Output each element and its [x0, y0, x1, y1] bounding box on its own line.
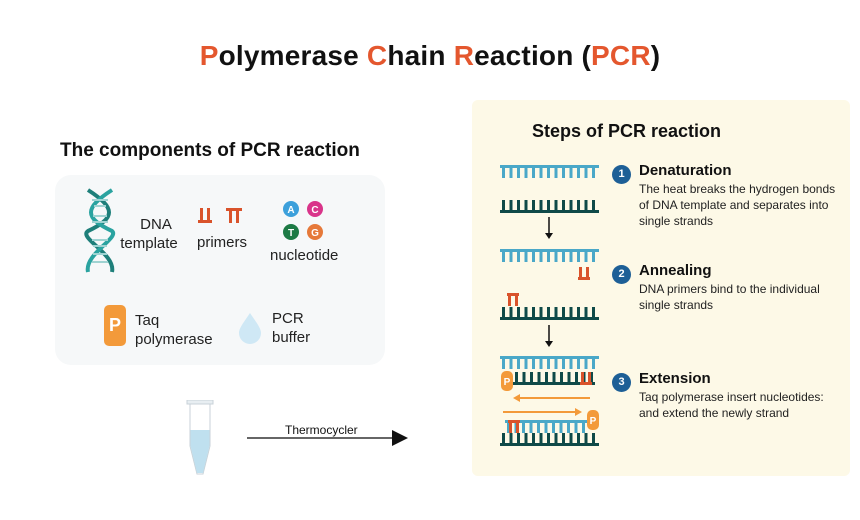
- title-text: hain: [387, 40, 454, 71]
- steps-panel: [472, 100, 850, 476]
- components-heading: The components of PCR reaction: [60, 140, 360, 161]
- extension-polymerase-2: [587, 410, 599, 430]
- step-3-badge: 3: [612, 373, 631, 392]
- step-3-desc-line: and extend the newly strand: [639, 406, 790, 420]
- page-title: Polymerase Chain Reaction (PCR): [0, 40, 860, 72]
- title-text: eaction (: [474, 40, 592, 71]
- test-tube-icon: [186, 400, 214, 475]
- title-accent-text: R: [453, 40, 475, 71]
- buffer-label-line2: buffer: [272, 329, 311, 346]
- step-1-desc-line: single strands: [639, 214, 714, 228]
- svg-text:G: G: [311, 228, 319, 239]
- step-3-desc-line: Taq polymerase insert nucleotides:: [639, 390, 824, 404]
- title-text: ): [650, 40, 661, 71]
- step-3-title: Extension: [639, 370, 711, 387]
- annealing-top-strand: [500, 249, 599, 262]
- dna-label-line2: template: [120, 235, 178, 252]
- steps-heading: Steps of PCR reaction: [532, 121, 722, 141]
- extension-bottom-strand: [500, 433, 599, 446]
- nucleotides-icon: A C T G: [283, 201, 323, 240]
- annealing-primer-bottom: [578, 267, 590, 280]
- extension-top-strand: [500, 356, 599, 369]
- step-2-desc-line: single strands: [639, 298, 714, 312]
- dna-helix-icon: [84, 188, 116, 273]
- step-2-desc: DNA primers bind to the individual singl…: [639, 281, 820, 313]
- primers-icon: [198, 208, 242, 223]
- denaturation-bottom-strand: [500, 200, 599, 213]
- annealing-primer-top: [507, 293, 519, 306]
- annealing-bottom-strand: [500, 307, 599, 320]
- buffer-drop-icon: [239, 313, 261, 344]
- extension-polymerase-1-letter: P: [504, 377, 511, 388]
- step-1-desc: The heat breaks the hydrogen bonds of DN…: [639, 181, 835, 229]
- dna-label-line1: DNA: [140, 216, 172, 233]
- taq-label-line2: polymerase: [135, 331, 213, 348]
- taq-label-line1: Taq: [135, 312, 160, 329]
- denaturation-top-strand: [500, 165, 599, 178]
- extension-arrow-left-head: [513, 394, 520, 402]
- step-2-badge: 2: [612, 265, 631, 284]
- buffer-label-line1: PCR: [272, 310, 304, 327]
- title-accent-text: PCR: [591, 40, 651, 71]
- pcr-buffer-label: PCR buffer: [272, 309, 310, 347]
- extension-polymerase-1: [501, 371, 513, 391]
- title-accent-text: P: [199, 40, 219, 71]
- step-arrow-1-head: [545, 233, 553, 239]
- thermocycler-label: Thermocycler: [285, 423, 358, 437]
- step-1-badge: 1: [612, 165, 631, 184]
- primers-label: primers: [197, 234, 248, 251]
- step-1-desc-line: The heat breaks the hydrogen bonds: [639, 182, 836, 196]
- taq-polymerase-label: Taq polymerase: [135, 311, 213, 349]
- svg-text:A: A: [287, 205, 294, 216]
- extension-primer-2: [508, 420, 520, 433]
- extension-primer-1: [580, 372, 592, 385]
- step-1-title: Denaturation: [639, 162, 732, 179]
- title-text: olymerase: [218, 40, 367, 71]
- thermocycler-arrow-icon: [247, 430, 408, 446]
- pcr-steps-diagram: PP: [500, 165, 599, 446]
- extension-arrow-right-head: [575, 408, 582, 416]
- extension-polymerase-2-letter: P: [590, 416, 597, 427]
- svg-text:C: C: [311, 205, 318, 216]
- step-2-desc-line: DNA primers bind to the individual: [639, 282, 820, 296]
- title-accent-text: C: [366, 40, 388, 71]
- step-1-desc-line: of DNA template and separates into: [639, 198, 829, 212]
- nucleotide-label: nucleotide: [270, 247, 339, 264]
- svg-text:T: T: [288, 228, 294, 239]
- step-arrow-2-head: [545, 341, 553, 347]
- step-2-title: Annealing: [639, 262, 712, 279]
- dna-template-label: DNA template: [120, 215, 181, 253]
- taq-polymerase-icon: P: [104, 305, 126, 346]
- step-3-desc: Taq polymerase insert nucleotides: and e…: [639, 389, 824, 421]
